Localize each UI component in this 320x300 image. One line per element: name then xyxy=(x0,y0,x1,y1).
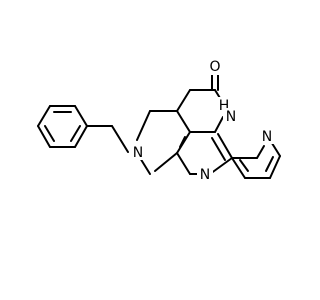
double-bond-inner xyxy=(211,137,226,161)
bond xyxy=(231,157,246,179)
pyridine-ring xyxy=(231,139,281,179)
atom-labels: O H N N N N xyxy=(130,57,275,183)
double-bond-inner xyxy=(179,136,186,148)
atom-background xyxy=(259,128,275,144)
aromatic-inner-bond xyxy=(44,125,55,142)
bond xyxy=(74,105,88,127)
bond xyxy=(154,152,178,172)
bond xyxy=(269,155,281,179)
bond xyxy=(136,110,151,141)
atom-background xyxy=(197,166,213,182)
bond xyxy=(37,105,51,127)
atom-label-oxygen: O xyxy=(209,59,220,75)
atom-background xyxy=(207,57,223,75)
bond xyxy=(176,89,191,112)
aromatic-inner-bond xyxy=(70,125,81,142)
atom-label-amine-nitrogen: N xyxy=(133,145,143,161)
bond xyxy=(111,125,129,153)
atom-background xyxy=(130,144,146,160)
atom-label-nh-nitrogen: N xyxy=(226,109,236,125)
molecule-structure: O H N N N N xyxy=(37,57,281,183)
benzylic-linker xyxy=(86,125,129,153)
phenyl-ring xyxy=(37,105,88,148)
aromatic-inner-bond xyxy=(239,159,249,172)
bond xyxy=(214,116,224,133)
bond xyxy=(256,145,265,159)
aromatic-inner-bond xyxy=(265,156,274,172)
bond xyxy=(37,125,51,148)
bond xyxy=(217,133,233,159)
bond xyxy=(74,125,88,148)
atom-label-pyrimidine-nitrogen: N xyxy=(200,167,210,183)
bond xyxy=(176,152,191,175)
atom-label-pyridine-nitrogen: N xyxy=(262,129,272,145)
bond xyxy=(176,131,191,154)
atom-label-hydrogen: H xyxy=(219,98,230,114)
bond xyxy=(209,157,233,175)
atom-background xyxy=(223,108,239,124)
bond xyxy=(176,110,191,133)
carbonyl xyxy=(211,74,219,91)
